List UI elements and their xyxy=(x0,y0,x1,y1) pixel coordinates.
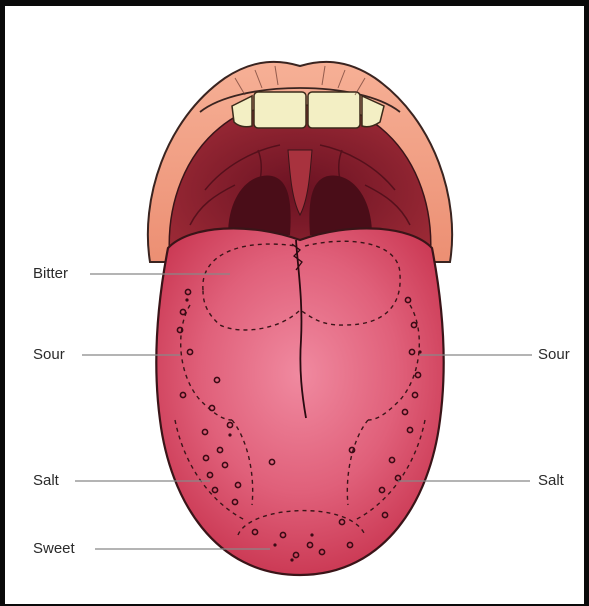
label-sour-right: Sour xyxy=(538,346,570,364)
label-salt-left: Salt xyxy=(33,472,59,490)
label-sour-left: Sour xyxy=(33,346,65,364)
label-salt-right: Salt xyxy=(538,472,564,490)
label-sweet: Sweet xyxy=(33,540,75,558)
label-bitter: Bitter xyxy=(33,265,68,283)
